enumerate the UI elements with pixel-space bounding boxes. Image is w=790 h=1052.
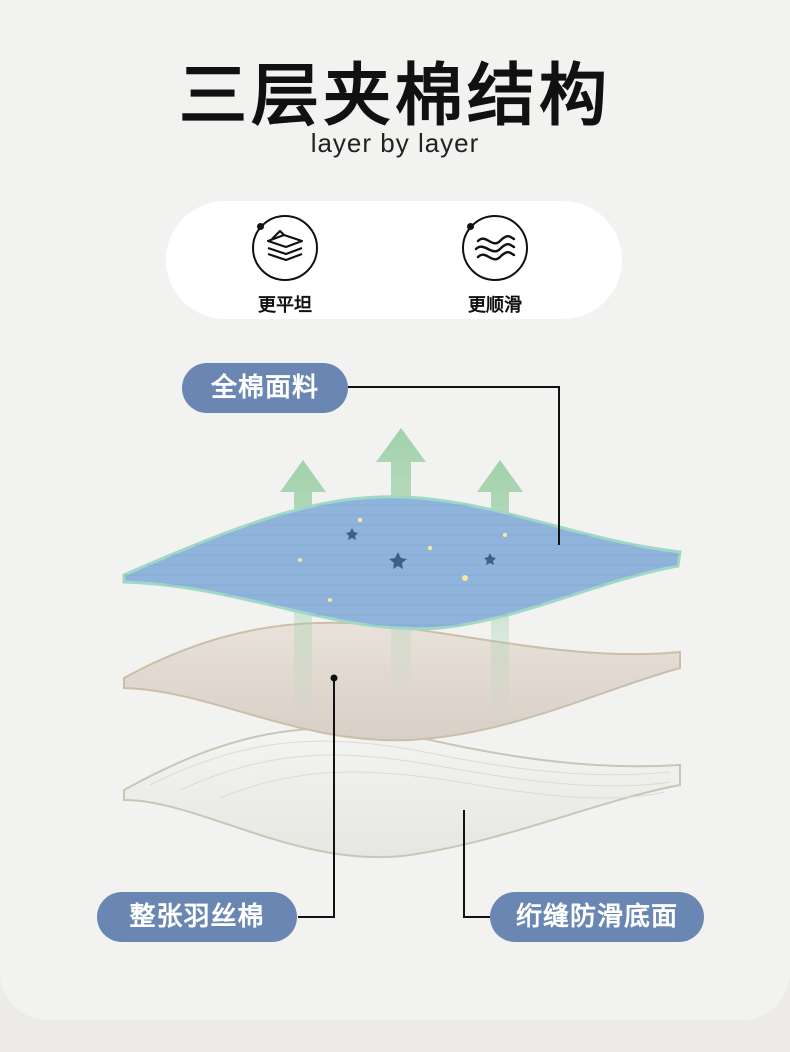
top-layer <box>122 495 682 631</box>
feature-panel: 更平坦 更顺滑 <box>166 201 622 319</box>
feature-flat: 更平坦 <box>225 215 345 317</box>
page-title: 三层夹棉结构 <box>178 57 611 136</box>
callout-dot <box>330 674 338 682</box>
feature-smooth-label: 更顺滑 <box>468 295 522 316</box>
tag-top-fabric: 全棉面料 <box>182 363 348 413</box>
tag-middle-fill: 整张羽丝棉 <box>97 892 297 942</box>
tag-bottom-base: 绗缝防滑底面 <box>490 892 704 942</box>
feature-smooth: 更顺滑 <box>435 215 555 317</box>
feature-flat-label: 更平坦 <box>258 295 312 316</box>
waves-icon <box>462 215 528 281</box>
bottom-layer <box>123 727 681 859</box>
layers-icon <box>252 215 318 281</box>
callout-lines <box>298 386 560 918</box>
page-subtitle: layer by layer <box>310 128 480 158</box>
